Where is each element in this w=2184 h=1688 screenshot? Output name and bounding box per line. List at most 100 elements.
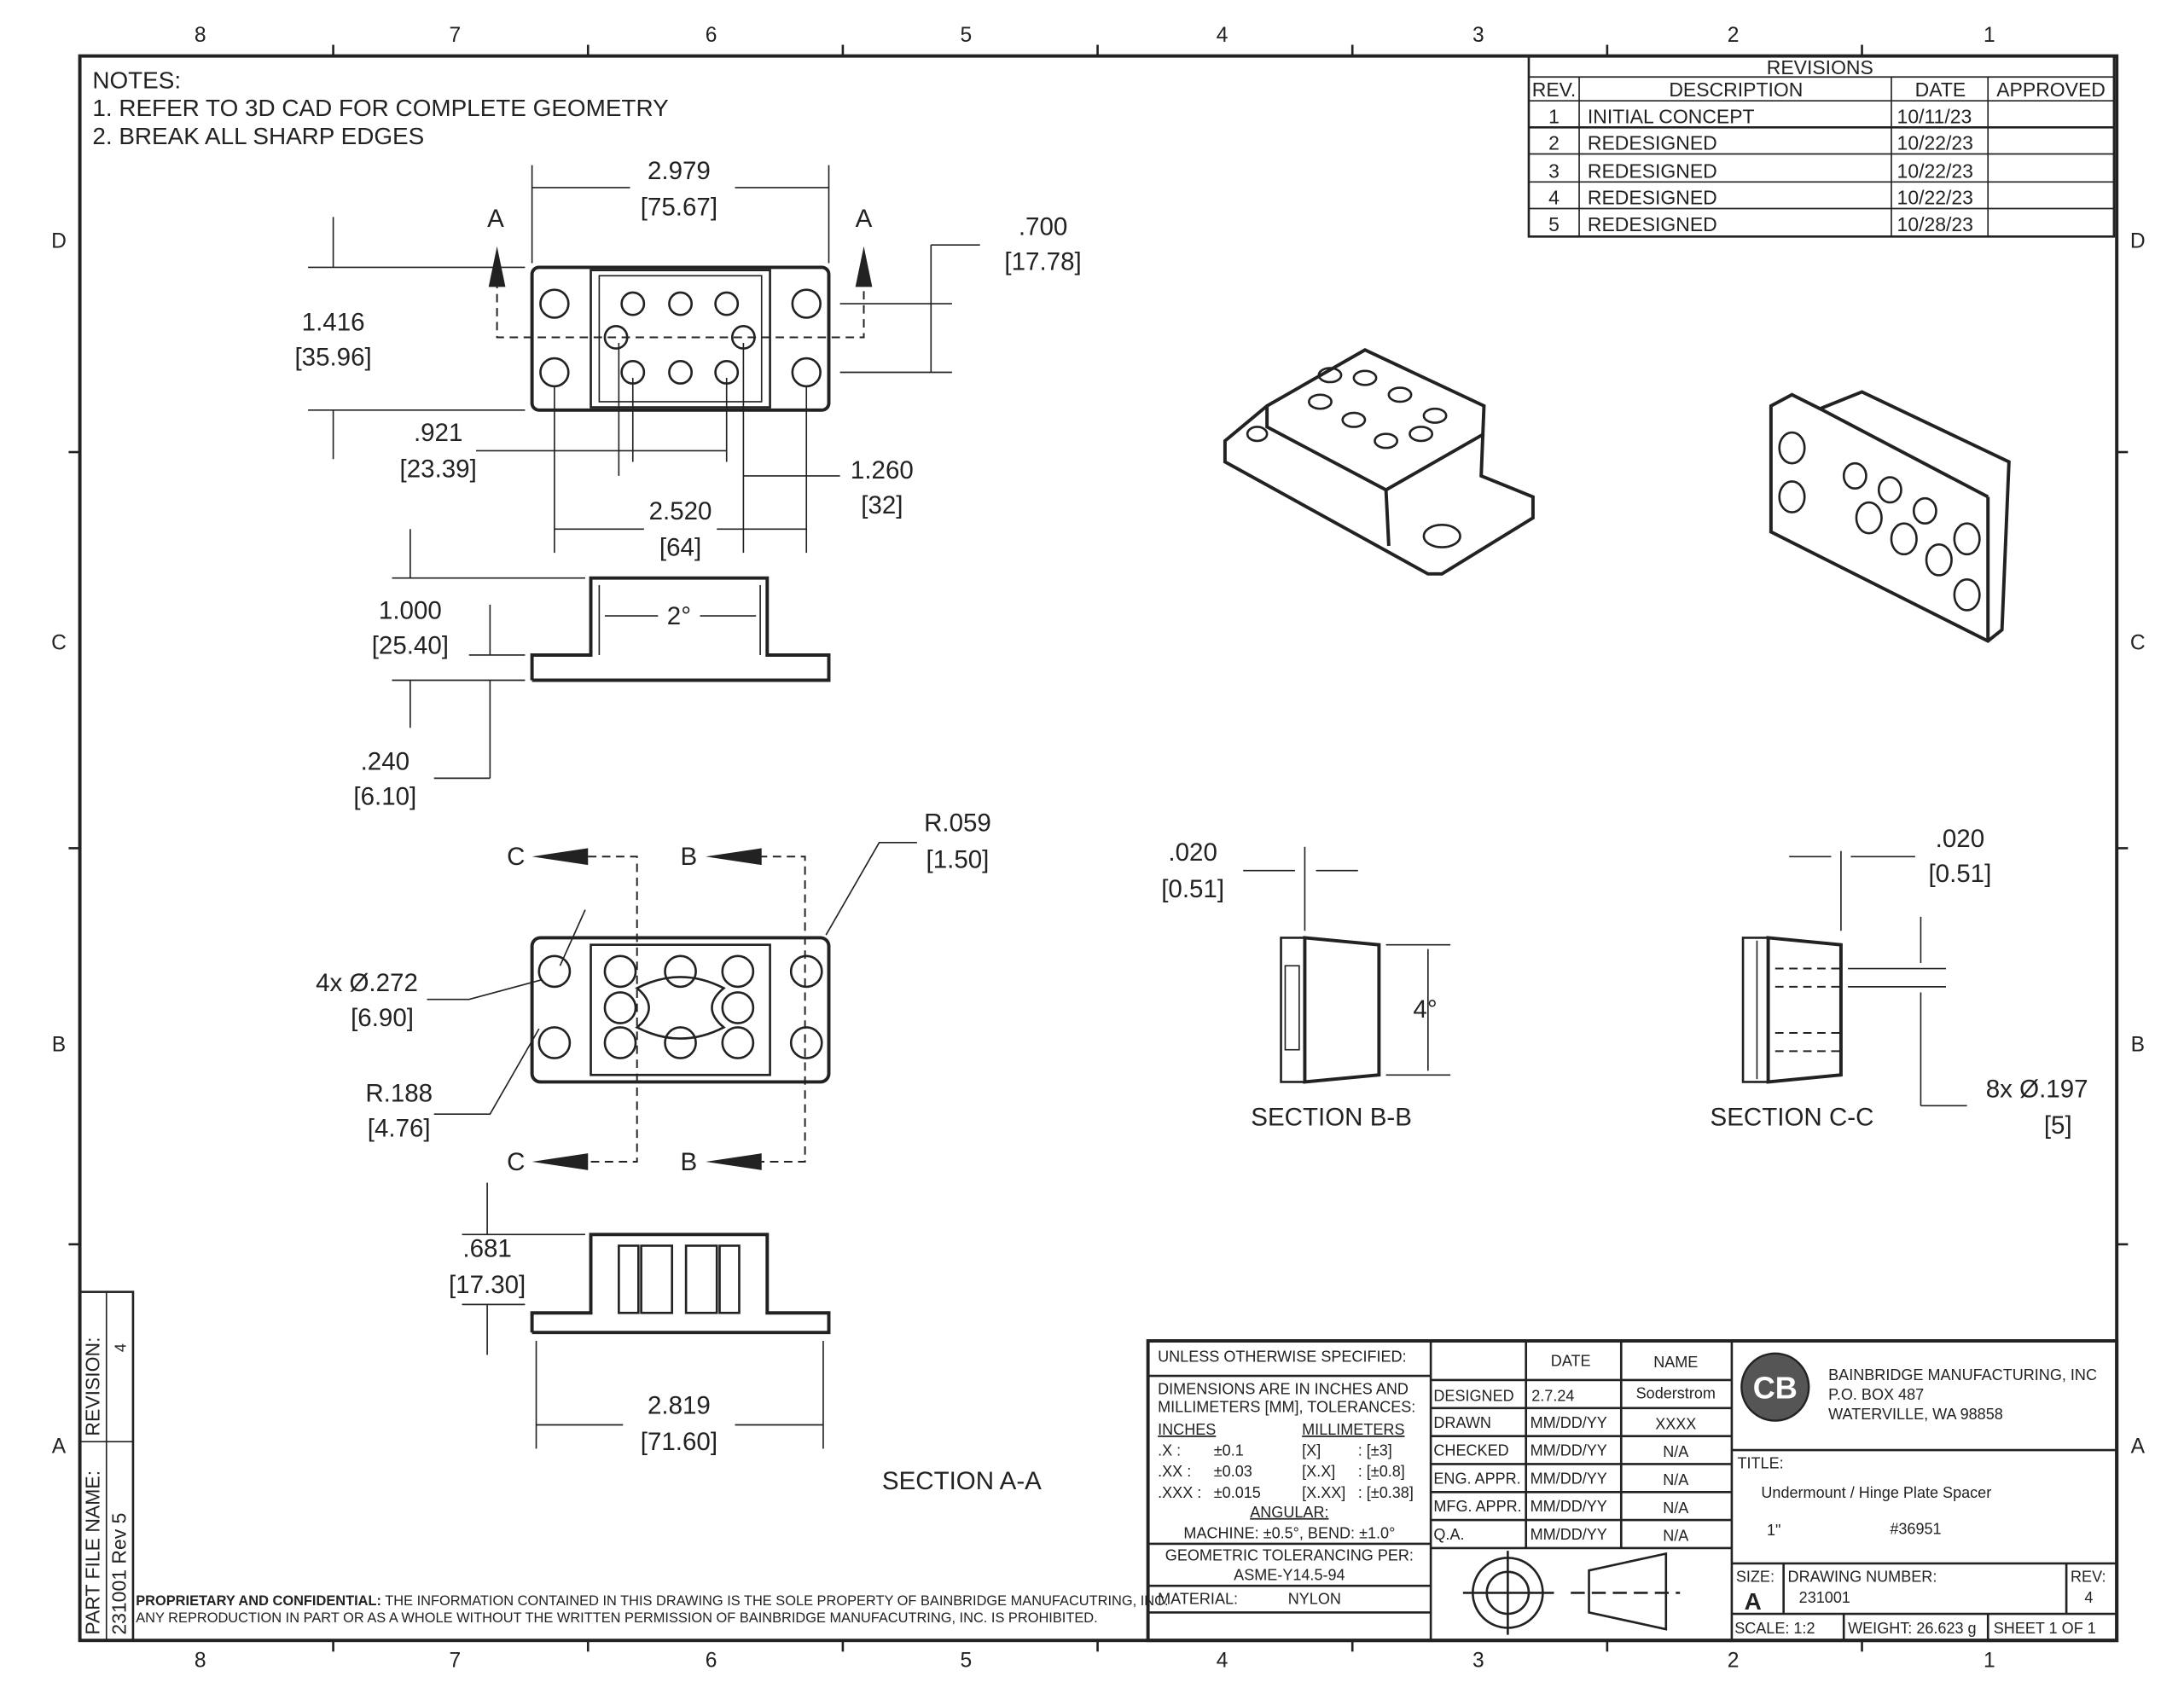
section-a-label-left: A	[487, 205, 504, 233]
zone-row: A	[2131, 1435, 2146, 1458]
section-b-label: B	[681, 1148, 698, 1176]
company-name: BAINBRIDGE MANUFACTURING, INC	[1828, 1366, 2097, 1383]
dim-total-height: 1.000	[379, 596, 442, 624]
svg-text:INITIAL CONCEPT: INITIAL CONCEPT	[1588, 105, 1755, 127]
revision-label: REVISION:	[82, 1337, 104, 1436]
svg-text:REDESIGNED: REDESIGNED	[1588, 213, 1717, 235]
svg-text:4: 4	[1548, 187, 1560, 209]
zone-col: 5	[960, 24, 972, 47]
zone-row: D	[51, 229, 67, 252]
col-header: APPROVED	[1996, 78, 2106, 101]
rev-value: 4	[2084, 1589, 2093, 1606]
dim-radius2: R.188	[365, 1079, 433, 1107]
revisions-table: REVISIONS REV. DESCRIPTION DATE APPROVED…	[1527, 55, 2116, 238]
zone-row: A	[52, 1435, 67, 1458]
svg-text:.XXX :: .XXX :	[1158, 1484, 1201, 1501]
front-view: 1.000 [25.40] 2° .240 [6.10]	[353, 529, 831, 811]
dim-bb-mm: [0.51]	[1161, 875, 1224, 903]
svg-text:: [±0.8]: : [±0.8]	[1358, 1463, 1405, 1480]
drawing-number: 231001	[1799, 1589, 1850, 1606]
scale: SCALE: 1:2	[1734, 1620, 1815, 1637]
zone-col: 5	[960, 1649, 972, 1672]
company-address: P.O. BOX 487	[1828, 1386, 1924, 1403]
dim-cc: .020	[1936, 825, 1984, 853]
dim-hole-pitch-mm: [17.78]	[1004, 248, 1081, 276]
revision-row: 5 REDESIGNED 10/28/23	[1548, 213, 1973, 235]
svg-text:CB: CB	[1753, 1370, 1798, 1405]
dim-inner: .921	[414, 419, 462, 447]
dim-hole: 4x Ø.272	[316, 969, 418, 997]
svg-text:CHECKED: CHECKED	[1433, 1442, 1508, 1459]
angular-tolerance: MACHINE: ±0.5°, BEND: ±1.0°	[1183, 1524, 1395, 1541]
date-header: DATE	[1551, 1353, 1591, 1370]
svg-text:N/A: N/A	[1663, 1471, 1688, 1488]
isometric-view-top	[1223, 348, 1535, 576]
tolerance-row: .XXX :±0.015[X.XX]: [±0.38]	[1158, 1484, 1414, 1501]
dim-span2: 1.260	[851, 456, 914, 484]
svg-text:PROPRIETARY AND CONFIDENTIAL:: PROPRIETARY AND CONFIDENTIAL: THE INFORM…	[136, 1593, 1168, 1609]
dim-bb-angle: 4°	[1413, 995, 1437, 1024]
section-b-b-view: .020 [0.51] 4° SECTION B-B	[1161, 838, 1451, 1131]
svg-text:REDESIGNED: REDESIGNED	[1588, 187, 1717, 209]
dim-small-hole-mm: [5]	[2044, 1111, 2072, 1140]
svg-text:ANY REPRODUCTION IN PART OR AS: ANY REPRODUCTION IN PART OR AS A WHOLE W…	[136, 1610, 1097, 1626]
zone-col: 4	[1217, 24, 1228, 47]
dims-note: MILLIMETERS [MM], TOLERANCES:	[1158, 1399, 1415, 1416]
section-c-c-title: SECTION C-C	[1711, 1103, 1874, 1131]
svg-text:10/28/23: 10/28/23	[1897, 213, 1973, 235]
dim-height-mm: [35.96]	[294, 343, 371, 371]
section-b-label: B	[681, 843, 698, 871]
zone-col: 8	[195, 24, 206, 47]
col-header: REV.	[1532, 78, 1577, 101]
dim-span-mm: [64]	[659, 533, 701, 561]
file-name-label: PART FILE NAME:	[82, 1470, 104, 1635]
revisions-title: REVISIONS	[1767, 56, 1873, 78]
zone-ticks	[68, 44, 2129, 1652]
svg-text:REDESIGNED: REDESIGNED	[1588, 132, 1717, 154]
section-b-b-title: SECTION B-B	[1251, 1103, 1412, 1131]
geo-tol-label: GEOMETRIC TOLERANCING PER:	[1165, 1547, 1414, 1564]
dim-hole-mm: [6.90]	[351, 1004, 414, 1032]
zone-col: 6	[706, 1649, 717, 1672]
size-note: 1"	[1767, 1522, 1780, 1539]
zone-col: 1	[1984, 1649, 1995, 1672]
svg-text:DESIGNED: DESIGNED	[1433, 1388, 1513, 1405]
svg-text:[X]: [X]	[1302, 1442, 1321, 1459]
title-label: TITLE:	[1737, 1454, 1783, 1471]
angular-header: ANGULAR:	[1250, 1504, 1328, 1521]
third-angle-projection-icon	[1462, 1551, 1681, 1635]
zone-col: 4	[1217, 1649, 1228, 1672]
section-c-label: C	[507, 1148, 525, 1176]
svg-text:10/22/23: 10/22/23	[1897, 132, 1973, 154]
dim-radius2-mm: [4.76]	[368, 1114, 431, 1142]
material-value: NYLON	[1288, 1591, 1341, 1608]
svg-text:MM/DD/YY: MM/DD/YY	[1531, 1414, 1607, 1431]
sheet-number: SHEET 1 OF 1	[1994, 1620, 2096, 1637]
revision-value: 4	[113, 1343, 130, 1352]
zone-col: 3	[1472, 1649, 1484, 1672]
zone-col: 1	[1984, 24, 1995, 47]
dim-width-mm: [75.67]	[641, 194, 717, 222]
file-name-value: 231001 Rev 5	[108, 1513, 131, 1635]
svg-text:10/11/23: 10/11/23	[1897, 105, 1972, 127]
zone-col: 6	[706, 24, 717, 47]
dim-total-height-mm: [25.40]	[372, 631, 449, 659]
svg-text:±0.1: ±0.1	[1214, 1442, 1244, 1459]
dim-section-width-mm: [71.60]	[641, 1428, 717, 1456]
dim-small-hole: 8x Ø.197	[1986, 1076, 2088, 1104]
svg-text:REDESIGNED: REDESIGNED	[1588, 160, 1717, 182]
zone-col: 2	[1728, 24, 1740, 47]
svg-text:±0.015: ±0.015	[1214, 1484, 1261, 1501]
svg-text:[X.X]: [X.X]	[1302, 1463, 1335, 1480]
dim-section-height-mm: [17.30]	[449, 1271, 526, 1299]
zone-col: 7	[450, 24, 462, 47]
svg-text:5: 5	[1548, 213, 1560, 235]
zone-row: C	[2130, 631, 2146, 654]
